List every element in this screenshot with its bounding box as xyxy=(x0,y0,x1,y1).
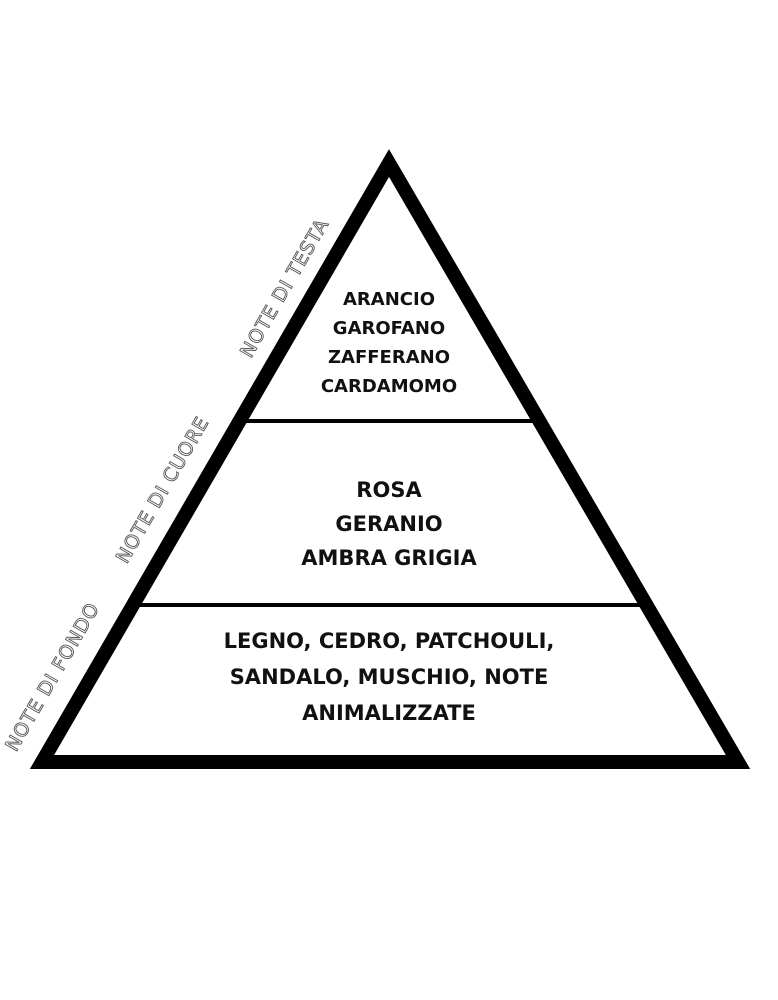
note-line: GERANIO xyxy=(335,512,442,536)
note-line: AMBRA GRIGIA xyxy=(301,546,477,570)
note-line: CARDAMOMO xyxy=(321,376,457,397)
note-line: GAROFANO xyxy=(333,318,445,339)
pyramid-outline xyxy=(29,149,751,769)
note-line: ARANCIO xyxy=(343,289,435,310)
tier-bottom: LEGNO, CEDRO, PATCHOULI, SANDALO, MUSCHI… xyxy=(224,629,555,725)
note-line: ROSA xyxy=(356,478,422,502)
tier-top: ARANCIO GAROFANO ZAFFERANO CARDAMOMO xyxy=(321,289,457,397)
note-line: LEGNO, CEDRO, PATCHOULI, xyxy=(224,629,555,653)
note-line: ZAFFERANO xyxy=(328,347,450,368)
tier-middle: ROSA GERANIO AMBRA GRIGIA xyxy=(301,478,477,570)
note-line: ANIMALIZZATE xyxy=(302,701,476,725)
note-line: SANDALO, MUSCHIO, NOTE xyxy=(230,665,549,689)
